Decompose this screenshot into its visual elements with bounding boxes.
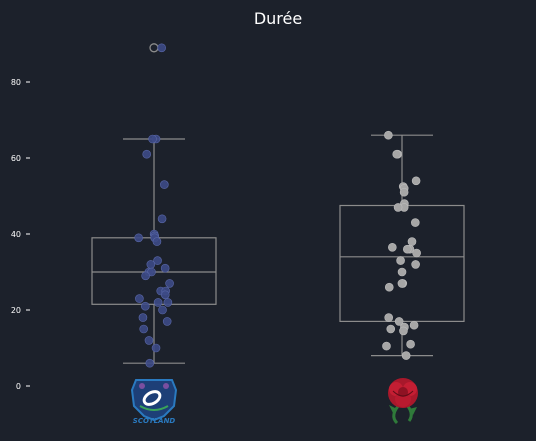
data-point <box>392 149 402 159</box>
data-point <box>412 248 421 258</box>
data-point <box>153 298 163 307</box>
y-tick-label: 0 <box>16 382 21 391</box>
england-logo-icon <box>388 378 418 425</box>
data-point <box>165 279 174 288</box>
data-point <box>160 180 169 189</box>
data-point <box>145 358 155 368</box>
data-point <box>407 237 417 246</box>
data-point <box>406 339 415 349</box>
data-point <box>411 218 420 227</box>
scotland-logo-text: SCOTLAND <box>133 417 176 425</box>
data-point <box>393 203 403 212</box>
data-point <box>146 260 156 269</box>
data-point <box>388 243 397 252</box>
data-point <box>141 301 150 311</box>
data-point <box>399 326 408 336</box>
data-point <box>397 279 407 288</box>
data-point <box>411 260 420 269</box>
data-point <box>163 298 173 307</box>
data-point <box>397 267 407 277</box>
outlier-marker <box>149 43 159 53</box>
data-point <box>411 176 421 186</box>
data-point <box>157 43 166 53</box>
y-tick-label: 60 <box>11 154 21 163</box>
data-point <box>139 324 148 334</box>
data-point <box>134 233 143 243</box>
data-point <box>386 324 396 334</box>
data-point <box>396 256 405 265</box>
y-tick-label: 20 <box>11 306 21 315</box>
data-point <box>153 256 162 265</box>
data-point <box>401 351 411 360</box>
data-point <box>158 305 167 315</box>
data-point <box>384 282 394 292</box>
data-point <box>394 317 404 326</box>
data-point <box>384 313 394 322</box>
data-point <box>138 313 148 322</box>
y-axis: 0 20 40 60 80 <box>11 78 30 391</box>
data-point <box>162 317 172 326</box>
data-point <box>151 343 161 353</box>
scotland-logo-icon: SCOTLAND <box>130 379 178 425</box>
box-group <box>91 43 217 368</box>
data-point <box>399 187 409 197</box>
data-point <box>135 294 144 303</box>
data-point <box>160 290 170 300</box>
data-point <box>409 320 419 330</box>
box-group <box>339 130 465 360</box>
y-tick-label: 40 <box>11 230 21 239</box>
data-point <box>157 214 167 224</box>
data-point <box>142 149 152 159</box>
data-point <box>160 263 170 273</box>
plot-area <box>91 43 465 368</box>
data-point <box>141 271 150 281</box>
data-point <box>384 130 393 140</box>
data-point <box>148 134 157 144</box>
data-point <box>382 341 391 351</box>
data-point <box>144 336 154 345</box>
data-point <box>152 237 162 246</box>
data-point <box>402 244 412 254</box>
chart-title: Durée <box>254 9 302 28</box>
y-tick-label: 80 <box>11 78 21 87</box>
